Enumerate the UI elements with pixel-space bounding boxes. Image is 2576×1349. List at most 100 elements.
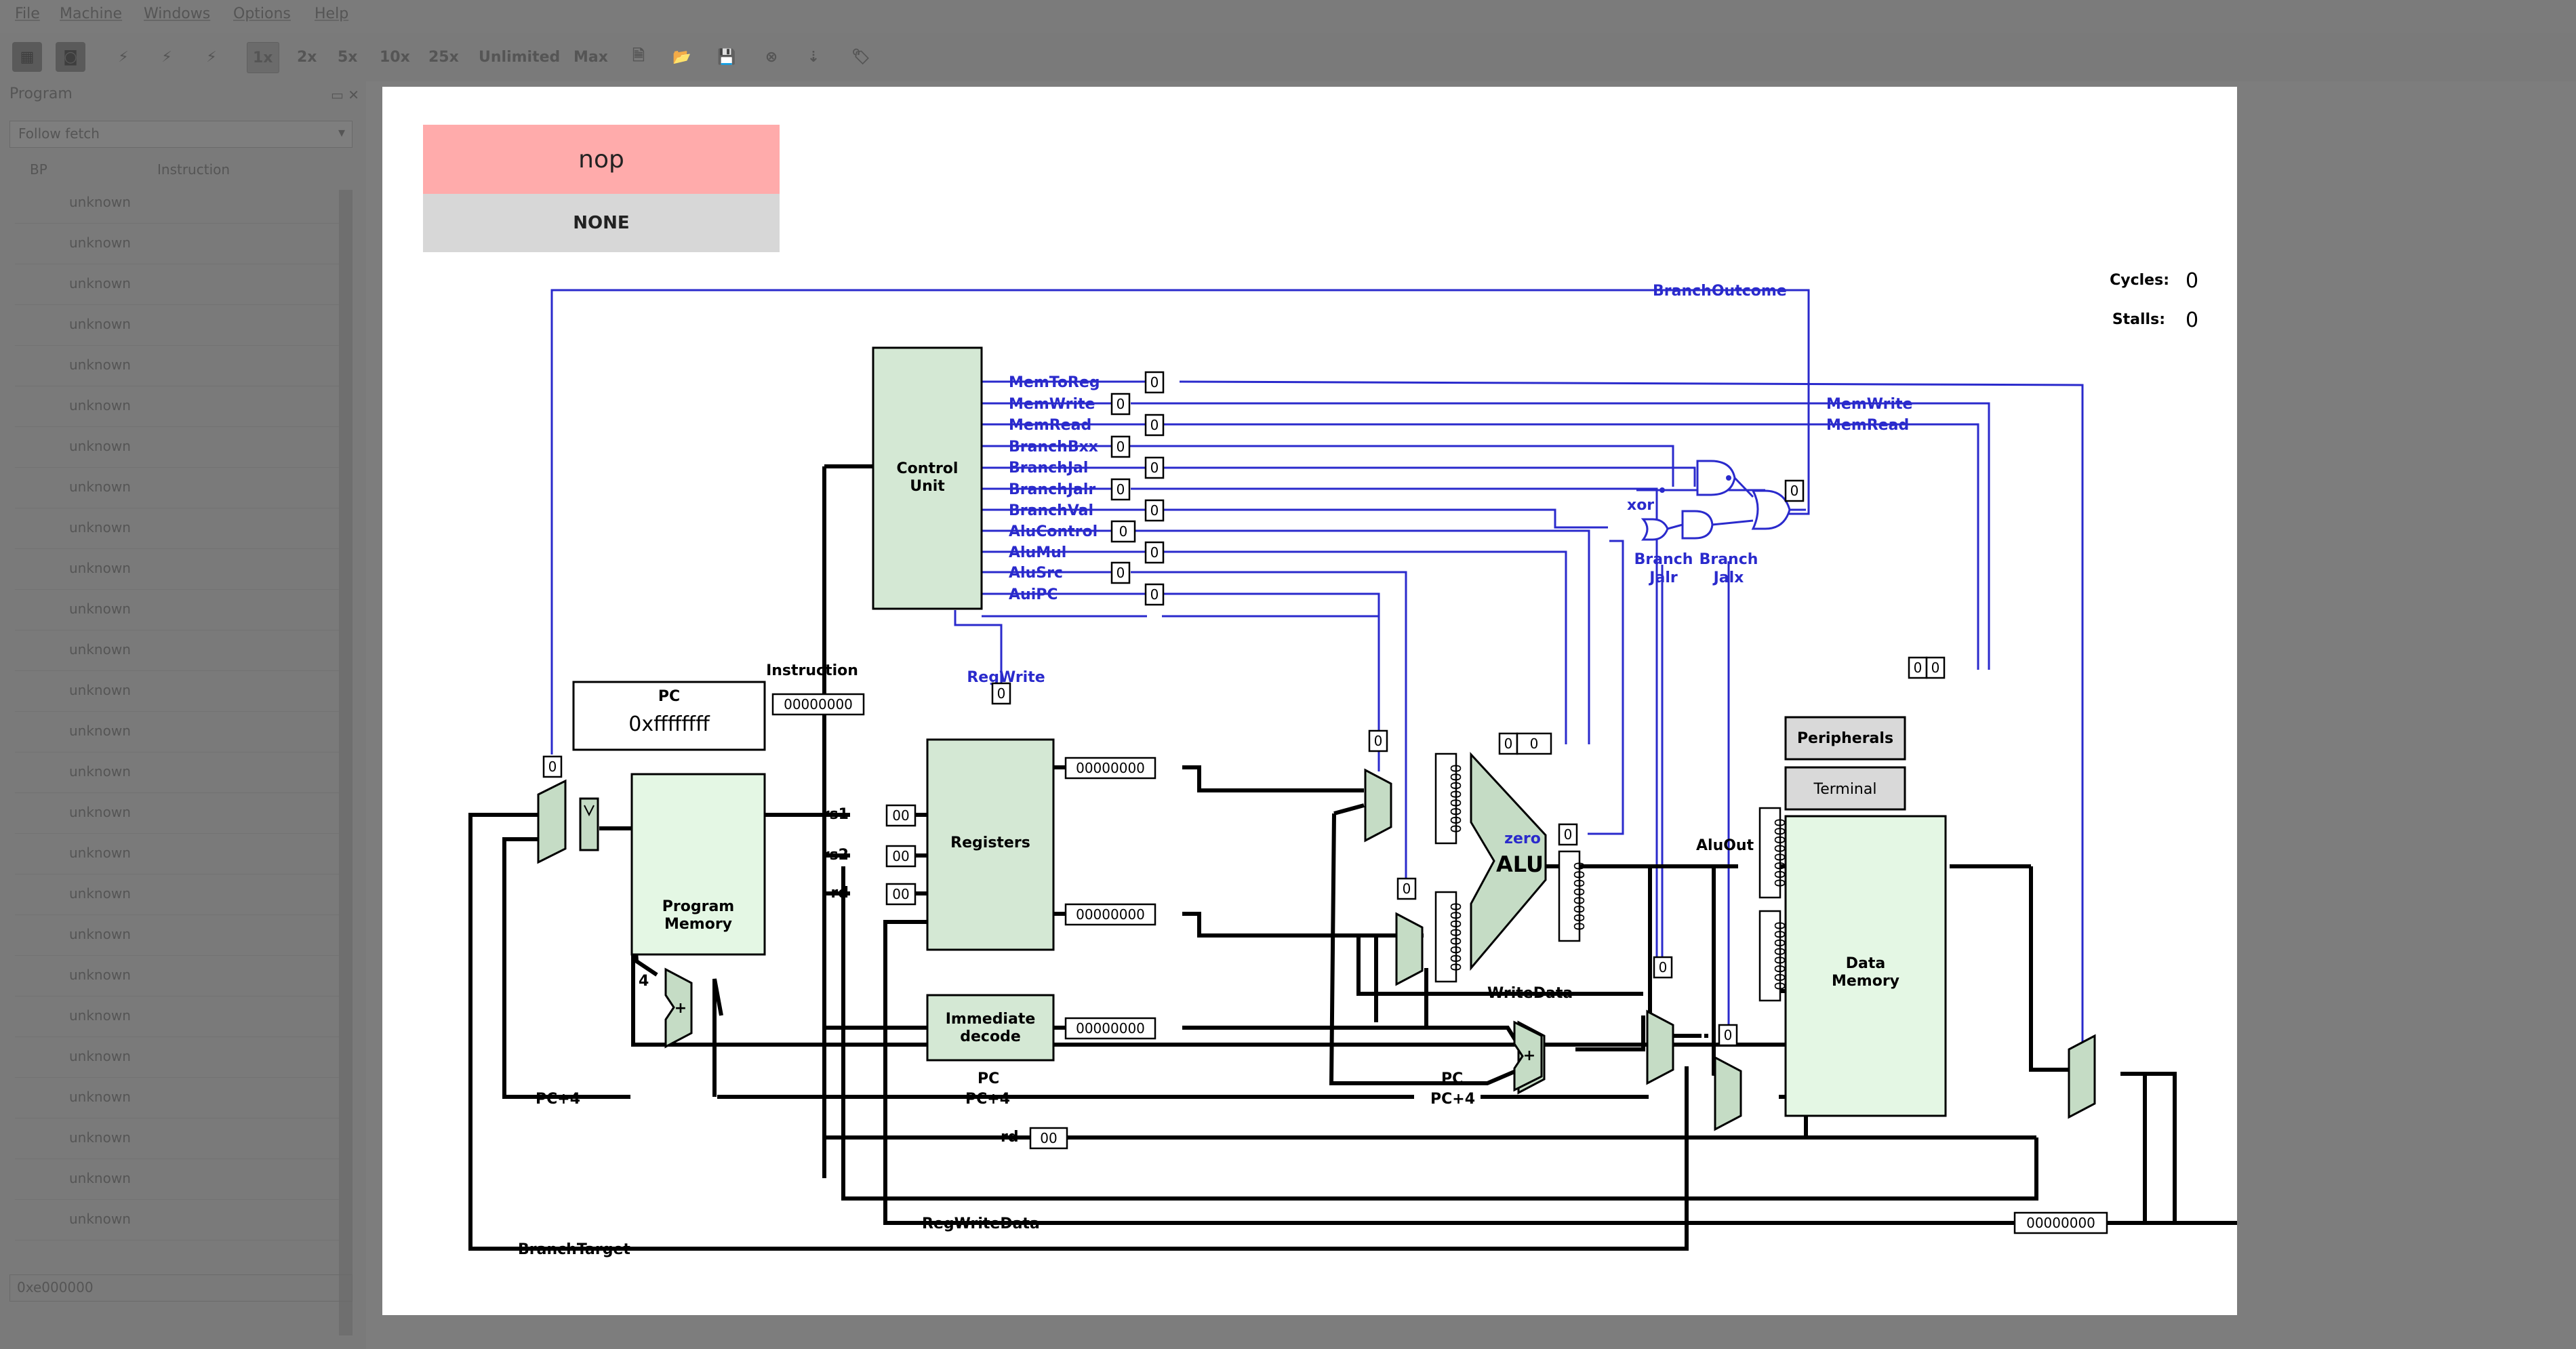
branch-jalr-label-1: Branch [1634, 551, 1693, 568]
run-icon[interactable]: ⚡ [161, 48, 172, 66]
speed-unlimited-button[interactable]: Unlimited [479, 48, 561, 66]
regwritedata-label: RegWriteData [922, 1215, 1040, 1232]
program-row[interactable]: unknown [15, 508, 344, 549]
program-row[interactable]: unknown [15, 305, 344, 346]
program-row-instruction: unknown [69, 763, 131, 780]
registers-block [926, 738, 1055, 951]
menu-help[interactable]: Help [315, 5, 349, 22]
reset-icon[interactable]: ◙ [56, 42, 85, 72]
speed-max-button[interactable]: Max [573, 48, 608, 66]
program-row[interactable]: unknown [15, 712, 344, 752]
branch-adder-plus: + [1523, 1047, 1535, 1064]
writedata-label: WriteData [1487, 985, 1573, 1002]
pc-label-2: PC [1441, 1070, 1463, 1087]
pause-icon[interactable]: ⚡ [206, 48, 217, 66]
rs2-label: rs2 [822, 847, 849, 864]
alu-ctrl-b-value: 0 [1530, 736, 1539, 752]
program-row[interactable]: unknown [15, 834, 344, 874]
program-row[interactable]: unknown [15, 590, 344, 630]
pc-mux-sel-value: 0 [548, 759, 557, 775]
close-file-icon[interactable]: ⊗ [765, 48, 778, 66]
val-branchjalr: 0 [1116, 481, 1125, 498]
column-instruction[interactable]: Instruction [157, 161, 230, 178]
follow-fetch-select[interactable]: Follow fetch ▾ [9, 121, 353, 148]
program-row[interactable]: unknown [15, 427, 344, 468]
program-row[interactable]: unknown [15, 752, 344, 793]
program-row-instruction: unknown [69, 723, 131, 739]
jalx-mux [1714, 1055, 1742, 1131]
reg-out2-value: 00000000 [1076, 906, 1145, 923]
memwrite-right-label: MemWrite [1826, 396, 1912, 413]
mem-ctrl-b-value: 0 [1931, 660, 1940, 676]
pc-adder [664, 967, 693, 1049]
program-row[interactable]: unknown [15, 630, 344, 671]
control-unit-block [872, 346, 983, 610]
follow-fetch-value: Follow fetch [18, 125, 100, 142]
program-row-instruction: unknown [69, 479, 131, 495]
speed-10x-button[interactable]: 10x [380, 48, 410, 66]
program-row[interactable]: unknown [15, 793, 344, 834]
program-row[interactable]: unknown [15, 468, 344, 508]
menu-windows[interactable]: Windows [144, 5, 211, 22]
menu-file[interactable]: File [15, 5, 40, 22]
program-row[interactable]: unknown [15, 224, 344, 264]
program-footer-field[interactable]: 0xe000000 [9, 1274, 353, 1302]
peripherals-button[interactable] [1784, 716, 1906, 761]
column-bp[interactable]: BP [30, 161, 47, 178]
program-row[interactable]: unknown [15, 386, 344, 427]
program-row[interactable]: unknown [15, 549, 344, 590]
menu-machine[interactable]: Machine [60, 5, 123, 22]
control-signal-labels: MemToReg MemWrite MemRead BranchBxx Bran… [1009, 374, 1100, 603]
program-row[interactable]: unknown [15, 183, 344, 224]
program-row[interactable]: unknown [15, 1078, 344, 1119]
speed-5x-button[interactable]: 5x [338, 48, 358, 66]
program-row[interactable]: unknown [15, 1200, 344, 1241]
pcplus4-label-1: PC+4 [536, 1091, 580, 1108]
speed-2x-button[interactable]: 2x [297, 48, 317, 66]
program-row[interactable]: unknown [15, 956, 344, 996]
program-row-instruction: unknown [69, 967, 131, 983]
val-alumul: 0 [1150, 544, 1159, 561]
datapath-diagram: .w { stroke:#000; stroke-width:6; fill:n… [468, 269, 2237, 1258]
program-row[interactable]: unknown [15, 1037, 344, 1078]
speed-25x-button[interactable]: 25x [428, 48, 459, 66]
aluout-label: AluOut [1696, 837, 1754, 854]
rs2-value: 00 [892, 848, 909, 864]
control-unit-label-1: Control [897, 460, 959, 477]
program-row[interactable]: unknown [15, 996, 344, 1037]
writeback-mux [2068, 1034, 2096, 1119]
menu-options[interactable]: Options [233, 5, 291, 22]
sig-memtoreg: MemToReg [1009, 374, 1100, 391]
program-row[interactable]: unknown [15, 671, 344, 712]
sig-alusrc: AluSrc [1009, 565, 1063, 582]
program-row[interactable]: unknown [15, 346, 344, 386]
program-row[interactable]: unknown [15, 264, 344, 305]
program-row[interactable]: unknown [15, 1159, 344, 1200]
rs1-label: rs1 [822, 806, 849, 823]
panel-controls-icon[interactable]: ▭ ✕ [331, 87, 360, 103]
pc-register [579, 797, 599, 851]
pc-adder-plus: + [675, 1000, 687, 1017]
clock-edge-icon [584, 805, 595, 817]
program-row[interactable]: unknown [15, 915, 344, 956]
sig-branchbxx: BranchBxx [1009, 439, 1098, 456]
immediate-decode-label-1: Immediate [946, 1011, 1036, 1028]
program-panel-title: Program [9, 85, 73, 102]
open-file-icon[interactable]: 📂 [672, 48, 691, 66]
save-icon[interactable]: 💾 [717, 48, 736, 66]
stage-status: NONE [423, 194, 780, 252]
speed-1x-button[interactable]: 1x [247, 42, 279, 73]
new-file-icon[interactable]: 🗎 [632, 47, 645, 64]
compile-icon[interactable]: ⇣ [807, 48, 820, 66]
terminal-button[interactable] [1784, 766, 1906, 811]
program-scrollbar[interactable] [339, 190, 353, 1335]
rd-value: 00 [892, 886, 909, 902]
pc-title: PC [658, 688, 680, 705]
registers-label: Registers [950, 834, 1030, 851]
val-branchval: 0 [1150, 502, 1159, 519]
tag-icon[interactable]: 🏷 [851, 48, 870, 66]
new-machine-icon[interactable]: ▦ [12, 42, 42, 72]
program-row[interactable]: unknown [15, 1119, 344, 1159]
program-row[interactable]: unknown [15, 874, 344, 915]
step-icon[interactable]: ⚡ [118, 48, 129, 66]
